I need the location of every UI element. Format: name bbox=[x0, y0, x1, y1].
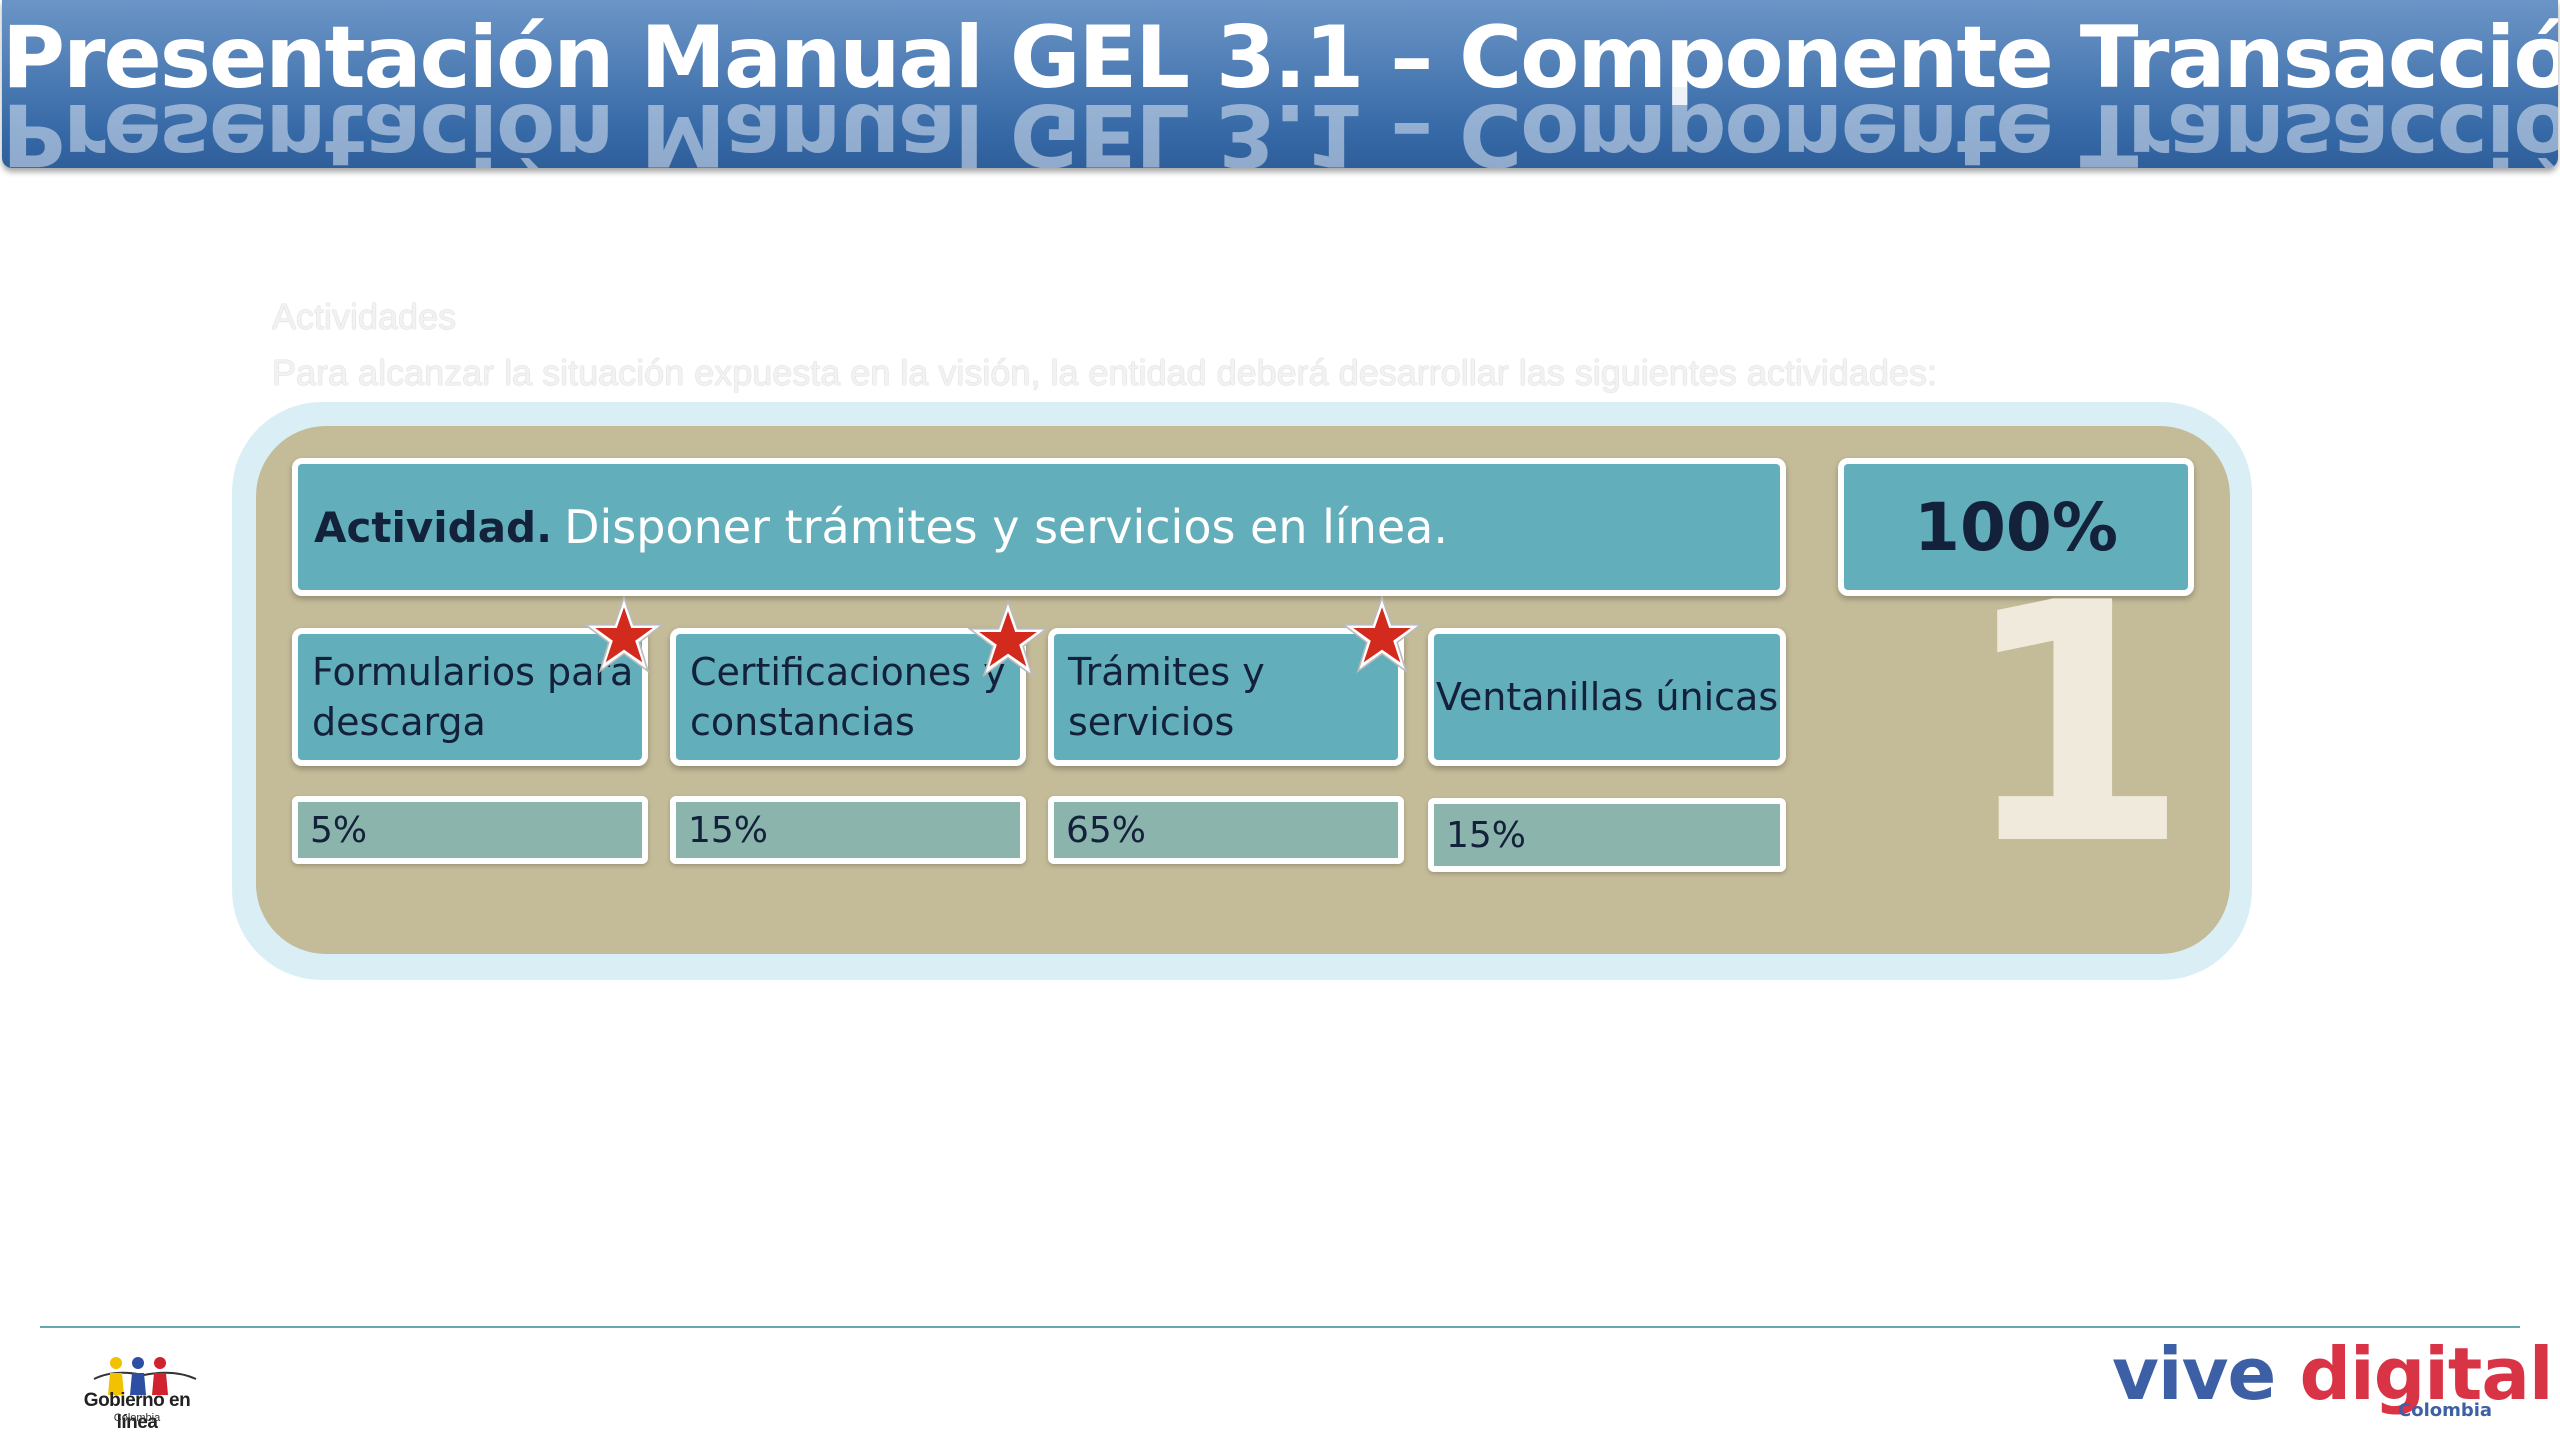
vive-word: vive bbox=[2112, 1332, 2276, 1416]
title-banner: Presentación Manual GEL 3.1 – Componente… bbox=[2, 0, 2558, 168]
activity-title-box: Actividad. Disponer trámites y servicios… bbox=[292, 458, 1786, 596]
star-icon bbox=[584, 596, 664, 674]
star-icon bbox=[1342, 596, 1422, 674]
sub-activity-percent-procedures: 65% bbox=[1048, 796, 1404, 864]
page-title: Presentación Manual GEL 3.1 – Componente… bbox=[2, 8, 2558, 108]
activity-label: Actividad. bbox=[314, 502, 553, 552]
activity-number: 1 bbox=[1960, 533, 2190, 917]
section-description: Para alcanzar la situación expuesta en l… bbox=[272, 352, 1937, 393]
gel-logo-subtext: Colombia bbox=[113, 1412, 161, 1424]
activity-total-percent: 100% bbox=[1838, 458, 2194, 596]
activity-description: Disponer trámites y servicios en línea. bbox=[564, 500, 1448, 554]
sub-activity-label: constancias bbox=[690, 700, 915, 744]
gobierno-en-linea-logo-icon bbox=[93, 1357, 197, 1395]
section-heading: Actividades bbox=[272, 296, 457, 337]
gel-logo-text: Gobierno en línea bbox=[83, 1390, 191, 1433]
sub-activity-label: Trámites y bbox=[1068, 650, 1265, 694]
sub-activity-percent-forms: 5% bbox=[292, 796, 648, 864]
sub-activity-percent-single-windows: 15% bbox=[1428, 798, 1786, 872]
vive-digital-logo: vive digital bbox=[2112, 1332, 2554, 1416]
vive-digital-subtext: Colombia bbox=[2398, 1400, 2493, 1421]
sub-activity-procedures: Trámites y servicios bbox=[1048, 628, 1404, 766]
sub-activity-forms: Formularios para descarga bbox=[292, 628, 648, 766]
sub-activity-label: Formularios para bbox=[312, 650, 634, 694]
page-title-reflection: Presentación Manual GEL 3.1 – Componente… bbox=[2, 84, 2558, 168]
digital-word: digital bbox=[2299, 1332, 2553, 1416]
sub-activity-single-windows: Ventanillas únicas bbox=[1428, 628, 1786, 766]
sub-activity-certifications: Certificaciones y constancias bbox=[670, 628, 1026, 766]
sub-activity-label: servicios bbox=[1068, 700, 1235, 744]
sub-activity-label: Certificaciones y bbox=[690, 650, 1006, 694]
sub-activity-percent-certifications: 15% bbox=[670, 796, 1026, 864]
star-icon bbox=[968, 600, 1048, 678]
sub-activity-label: descarga bbox=[312, 700, 486, 744]
sub-activity-label: Ventanillas únicas bbox=[1435, 675, 1779, 719]
footer-divider bbox=[40, 1326, 2520, 1328]
